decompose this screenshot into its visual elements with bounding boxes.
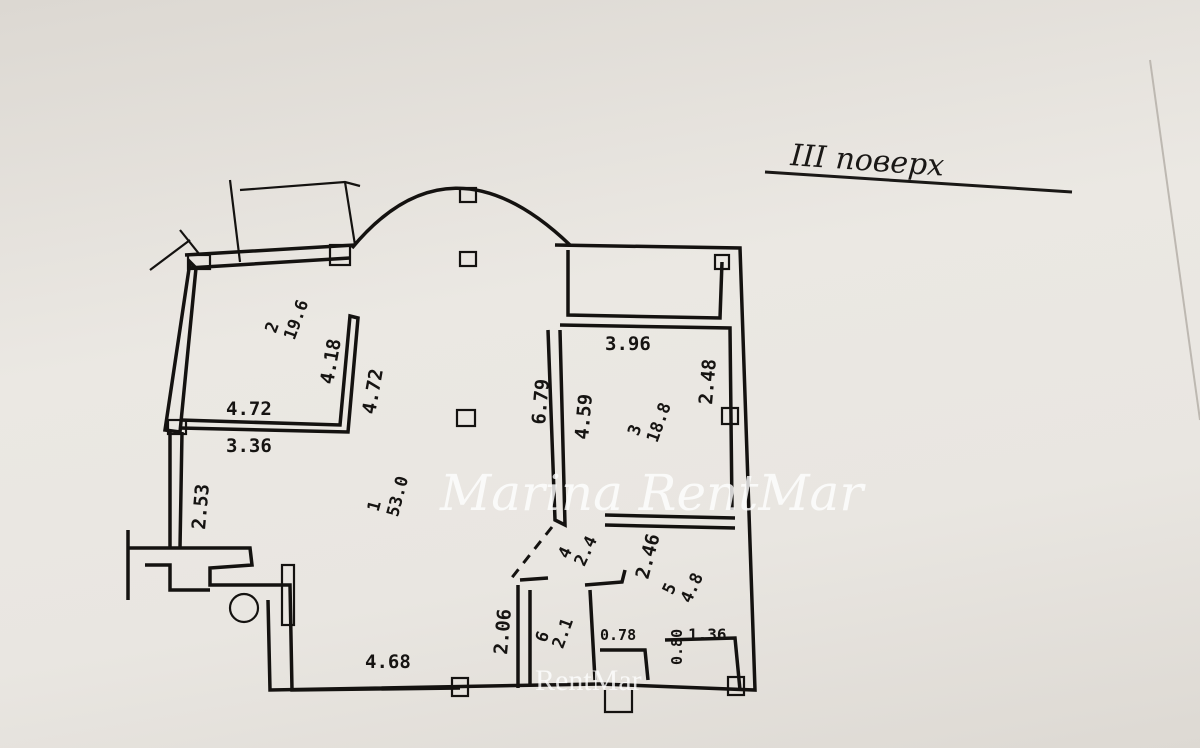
svg-text:1: 1 — [364, 499, 386, 514]
room-5-label: 5 4.8 — [659, 570, 708, 606]
walls — [126, 179, 757, 714]
dim-room1-bottom: 4.68 — [365, 651, 411, 673]
dim-room2-bottom-outer: 3.36 — [226, 435, 272, 457]
dim-room6-bottom: 0.78 — [600, 626, 636, 644]
floor-label-underline — [764, 170, 1073, 194]
svg-text:18.8: 18.8 — [643, 400, 676, 445]
dim-hall-left: 2.53 — [188, 483, 214, 531]
dim-room6-left: 2.06 — [490, 608, 516, 656]
dim-room5-bottom: 1.36 — [688, 625, 727, 644]
dim-room2-bottom-inner: 4.72 — [226, 398, 272, 420]
room-6-label: 6 2.1 — [532, 615, 578, 651]
dim-room2-right-inner: 4.18 — [316, 337, 346, 386]
svg-text:2.1: 2.1 — [549, 615, 578, 651]
svg-text:2.4: 2.4 — [571, 533, 602, 569]
svg-text:53.0: 53.0 — [383, 474, 413, 519]
watermark-small: RentMar — [535, 664, 642, 697]
dim-room2-right-outer: 4.72 — [358, 367, 388, 416]
dim-room5-top: 2.46 — [632, 531, 665, 581]
page-edge — [1149, 59, 1200, 421]
room-3-label: 3 18.8 — [624, 400, 676, 445]
dim-room1-right: 6.79 — [528, 378, 554, 426]
room-2-label: 2 19.6 — [262, 297, 314, 342]
dim-room3-top: 3.96 — [605, 333, 651, 355]
svg-text:4.8: 4.8 — [677, 570, 708, 606]
floor-label: III поверх — [788, 138, 945, 184]
dim-room5-step: 0.80 — [668, 629, 686, 665]
room-4-label: 4 2.4 — [554, 533, 602, 569]
watermark-main: Marina RentMar — [439, 464, 866, 522]
room-1-label: 1 53.0 — [364, 474, 413, 519]
dim-room3-left: 4.59 — [571, 393, 597, 441]
dim-room3-right: 2.48 — [695, 358, 721, 406]
svg-text:19.6: 19.6 — [280, 297, 313, 342]
